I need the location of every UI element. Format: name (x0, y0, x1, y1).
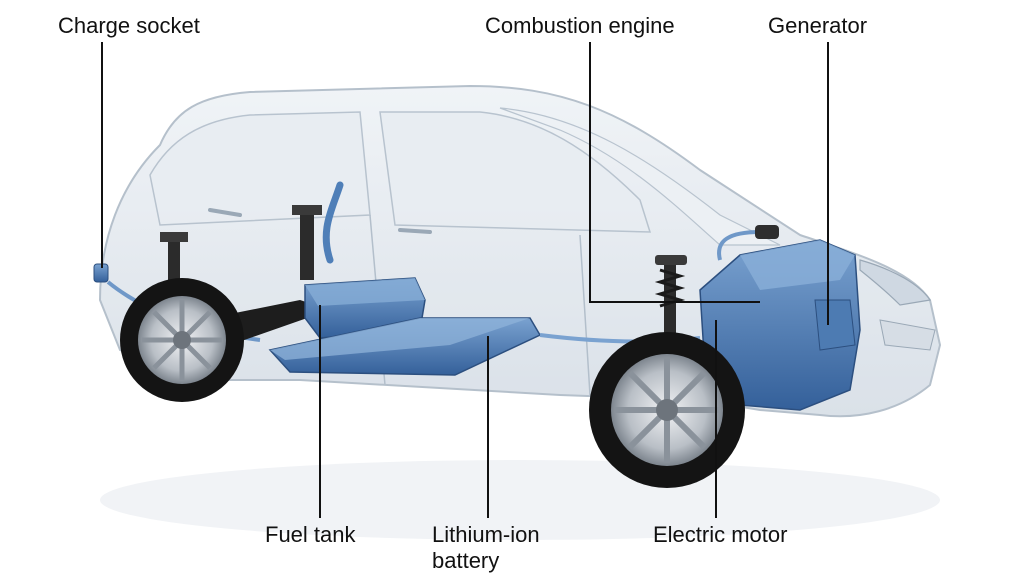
label-battery-line2: battery (432, 548, 500, 573)
floor-reflection (100, 460, 940, 540)
front-wheel (589, 332, 745, 488)
label-electric-motor: Electric motor (653, 522, 788, 547)
label-generator: Generator (768, 13, 868, 38)
label-battery-line1: Lithium-ion (432, 522, 540, 547)
rear-wheel (120, 278, 244, 402)
label-charge-socket: Charge socket (58, 13, 200, 38)
front-powertrain (654, 225, 861, 411)
label-fuel-tank: Fuel tank (265, 522, 356, 547)
leader-lines (101, 42, 829, 518)
label-combustion-engine: Combustion engine (485, 13, 675, 38)
leader-combustion-engine (589, 42, 760, 303)
